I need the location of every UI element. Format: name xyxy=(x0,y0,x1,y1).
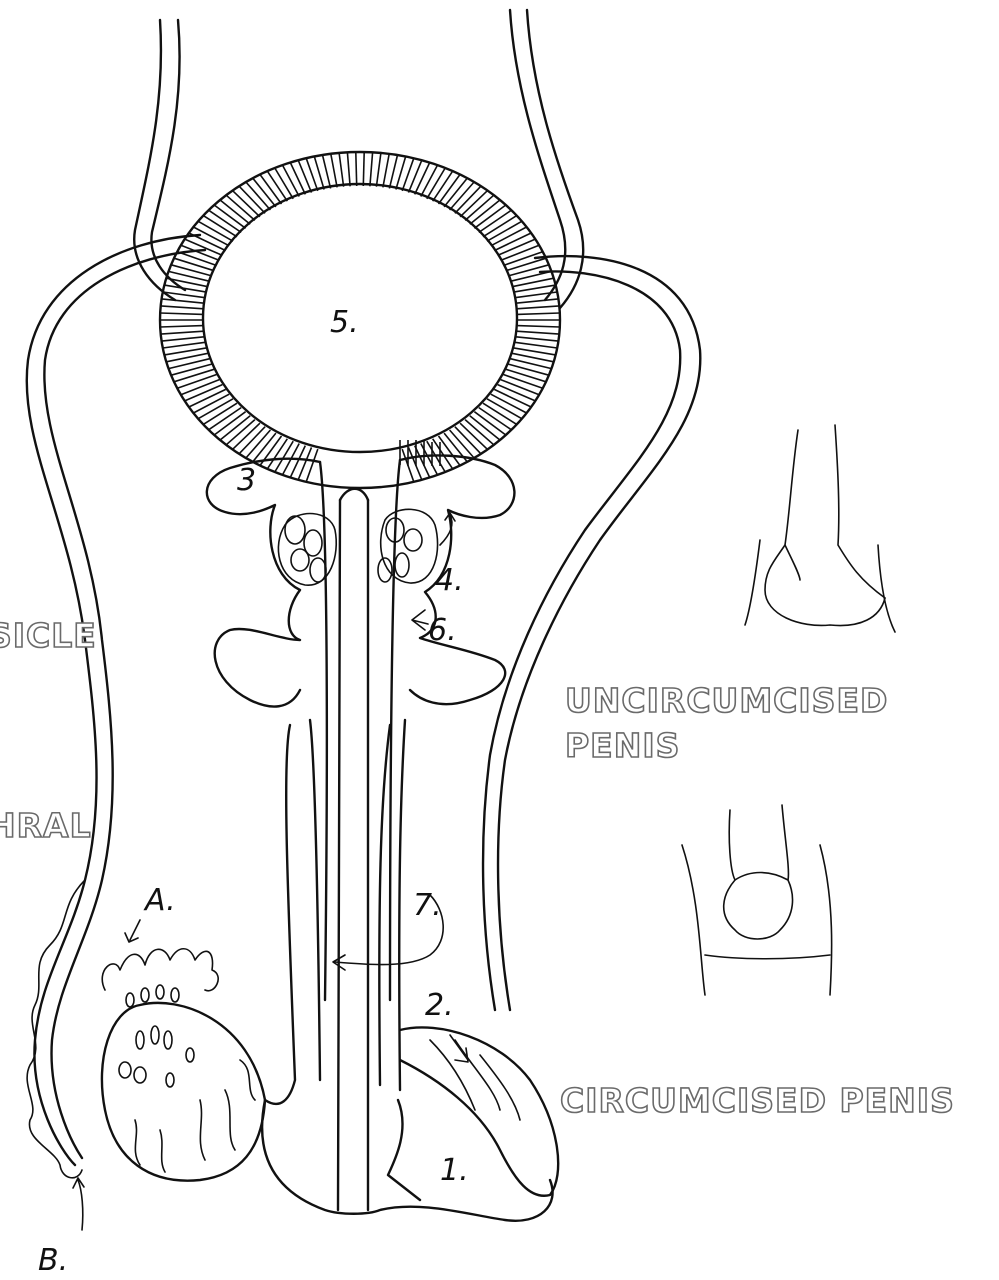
hatch-line xyxy=(376,153,381,187)
hatch-line xyxy=(515,342,557,348)
hatch-line xyxy=(181,380,220,395)
hatch-line xyxy=(389,155,397,188)
hatch-line xyxy=(501,380,539,395)
hatch-line xyxy=(177,375,216,389)
hatch-line xyxy=(501,245,539,260)
hatch-line xyxy=(177,252,216,266)
hatch-line xyxy=(515,292,557,298)
arrows xyxy=(73,513,468,1230)
hatch-line xyxy=(427,168,445,199)
hatch-line xyxy=(298,160,311,192)
hatch-line xyxy=(356,152,357,186)
left-partial-label-1: SICLE xyxy=(0,615,97,656)
marker-6: 6. xyxy=(428,613,457,648)
left-partial-label-2: HRAL xyxy=(0,805,92,846)
hatch-line xyxy=(506,369,546,382)
uncircumcised-sketch xyxy=(745,425,895,632)
hatch-line xyxy=(323,155,331,188)
marker-7: 7. xyxy=(413,888,442,923)
hatch-line xyxy=(514,285,556,292)
marker-5: 5. xyxy=(330,305,359,340)
circumcised-label: CIRCUMCISED PENIS xyxy=(560,1080,955,1121)
hatch-line xyxy=(383,154,389,188)
hatch-line xyxy=(516,331,559,334)
hatch-line xyxy=(164,348,206,355)
marker-A: A. xyxy=(143,883,176,918)
hatch-line xyxy=(433,439,453,469)
hatch-line xyxy=(283,165,300,196)
hatch-line xyxy=(290,163,305,195)
hatch-line xyxy=(161,331,204,334)
hatch-line xyxy=(185,239,223,255)
markers: 5. 3 4. 6. 7. 2. 1. A. B. xyxy=(38,305,469,1278)
hatch-line xyxy=(363,152,364,186)
hatch-line xyxy=(498,239,536,255)
marker-2: 2. xyxy=(425,988,454,1023)
hatch-line xyxy=(160,326,203,327)
marker-1: 1. xyxy=(440,1153,469,1188)
hatch-line xyxy=(161,306,204,309)
hatch-line xyxy=(516,306,559,309)
hatch-line xyxy=(514,348,556,355)
hatch-line xyxy=(370,152,373,186)
hatch-line xyxy=(415,163,430,195)
hatch-line xyxy=(185,385,223,401)
hatch-line xyxy=(174,369,214,382)
hatch-line xyxy=(409,447,422,479)
hatch-line xyxy=(503,375,542,389)
hatch-line xyxy=(160,313,203,314)
testes xyxy=(102,949,558,1196)
marker-4: 4. xyxy=(435,563,464,598)
ureters xyxy=(134,10,583,308)
hatch-line xyxy=(275,441,293,472)
uncircumcised-label-line2: PENIS xyxy=(565,725,680,766)
hatch-line xyxy=(267,439,287,469)
hatch-line xyxy=(409,160,422,192)
marker-B: B. xyxy=(38,1243,68,1278)
hatch-line xyxy=(498,385,536,401)
hatch-line xyxy=(174,258,214,271)
marker-3: 3 xyxy=(237,463,256,498)
hatch-line xyxy=(162,299,205,303)
hatch-line xyxy=(290,446,305,478)
hatch-line xyxy=(506,258,546,271)
hatch-line xyxy=(163,342,205,348)
hatch-line xyxy=(267,171,287,201)
hatch-line xyxy=(517,313,560,314)
hatch-line xyxy=(516,337,559,341)
hatch-line xyxy=(415,446,430,478)
hatch-line xyxy=(433,171,453,201)
hatch-line xyxy=(517,326,560,327)
circumcised-sketch xyxy=(682,805,832,995)
uncircumcised-label-line1: UNCIRCUMCISED xyxy=(565,680,888,721)
hatch-line xyxy=(331,154,337,188)
hatch-line xyxy=(162,337,205,341)
hatch-line xyxy=(339,153,344,187)
hatch-line xyxy=(421,165,438,196)
hatch-line xyxy=(347,152,350,186)
hatch-line xyxy=(275,168,293,199)
hatch-line xyxy=(516,299,559,303)
bladder xyxy=(160,152,560,488)
hatch-line xyxy=(298,447,311,479)
